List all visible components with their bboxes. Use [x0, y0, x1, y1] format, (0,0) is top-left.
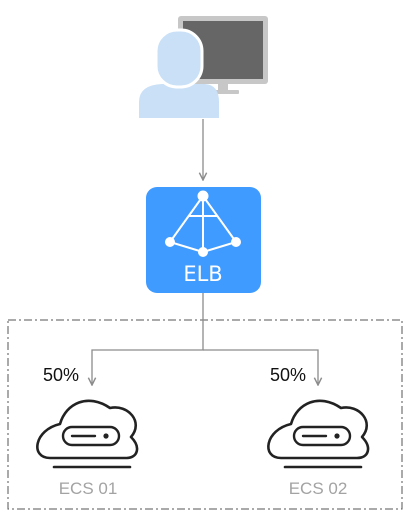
- cloud-server-icon: [36, 399, 139, 469]
- weight-label-ecs-01: 50%: [43, 365, 79, 385]
- ecs-01-node[interactable]: ECS 01: [36, 399, 139, 498]
- ecs-01-label: ECS 01: [59, 479, 118, 498]
- elb-label: ELB: [183, 262, 222, 286]
- elb-node[interactable]: ELB: [146, 187, 261, 293]
- cloud-server-icon: [267, 399, 370, 469]
- user-icon: [139, 28, 219, 118]
- ecs-02-label: ECS 02: [289, 479, 348, 498]
- backend-group-boundary: [7, 319, 403, 510]
- weight-label-ecs-02: 50%: [270, 365, 306, 385]
- ecs-02-node[interactable]: ECS 02: [267, 399, 370, 498]
- connector-elb-to-ecs-02: [203, 349, 318, 385]
- load-balancer-icon: [165, 190, 241, 257]
- connector-elb-to-ecs-01: [92, 293, 204, 385]
